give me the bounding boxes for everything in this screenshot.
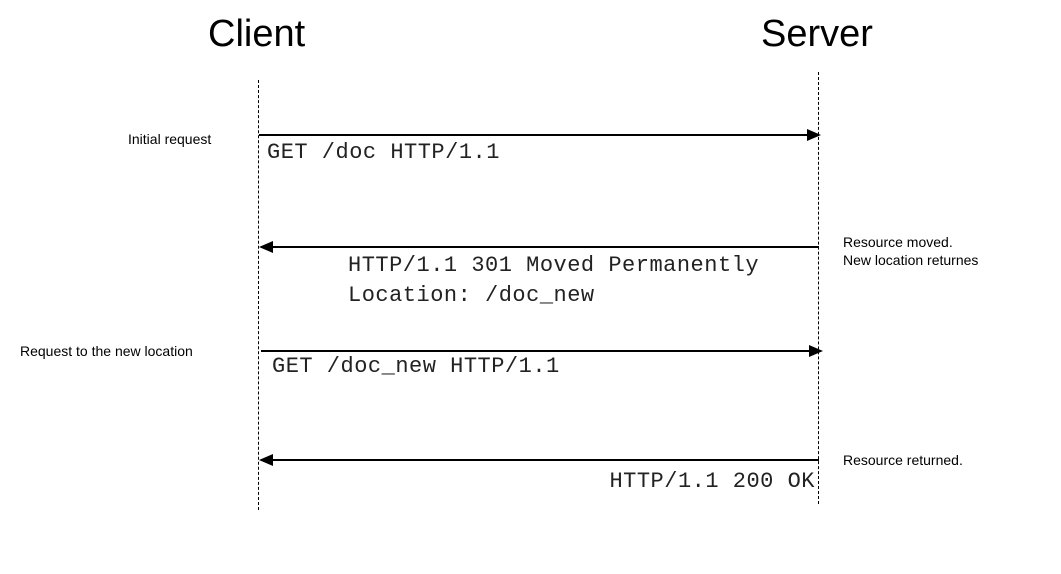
location-header-message: Location: /doc_new (348, 283, 595, 308)
ok-message: HTTP/1.1 200 OK (609, 469, 815, 494)
new-request-arrow-to-server (261, 345, 823, 357)
resource-moved-note: Resource moved. (843, 234, 953, 250)
initial-request-note: Initial request (128, 131, 212, 147)
server-lifeline (818, 72, 819, 504)
new-location-note: New location returnes (843, 252, 979, 268)
get-doc-message: GET /doc HTTP/1.1 (267, 140, 500, 165)
request-arrow-to-server (259, 129, 821, 141)
client-label: Client (208, 13, 306, 55)
client-lifeline (258, 80, 259, 510)
redirect-arrow-to-client (259, 241, 819, 253)
response-arrow-to-client (259, 454, 819, 466)
get-doc-new-message: GET /doc_new HTTP/1.1 (272, 354, 560, 379)
request-new-location-note: Request to the new location (20, 343, 193, 359)
moved-permanently-message: HTTP/1.1 301 Moved Permanently (348, 253, 760, 278)
server-label: Server (761, 13, 873, 55)
resource-returned-note: Resource returned. (843, 452, 963, 468)
